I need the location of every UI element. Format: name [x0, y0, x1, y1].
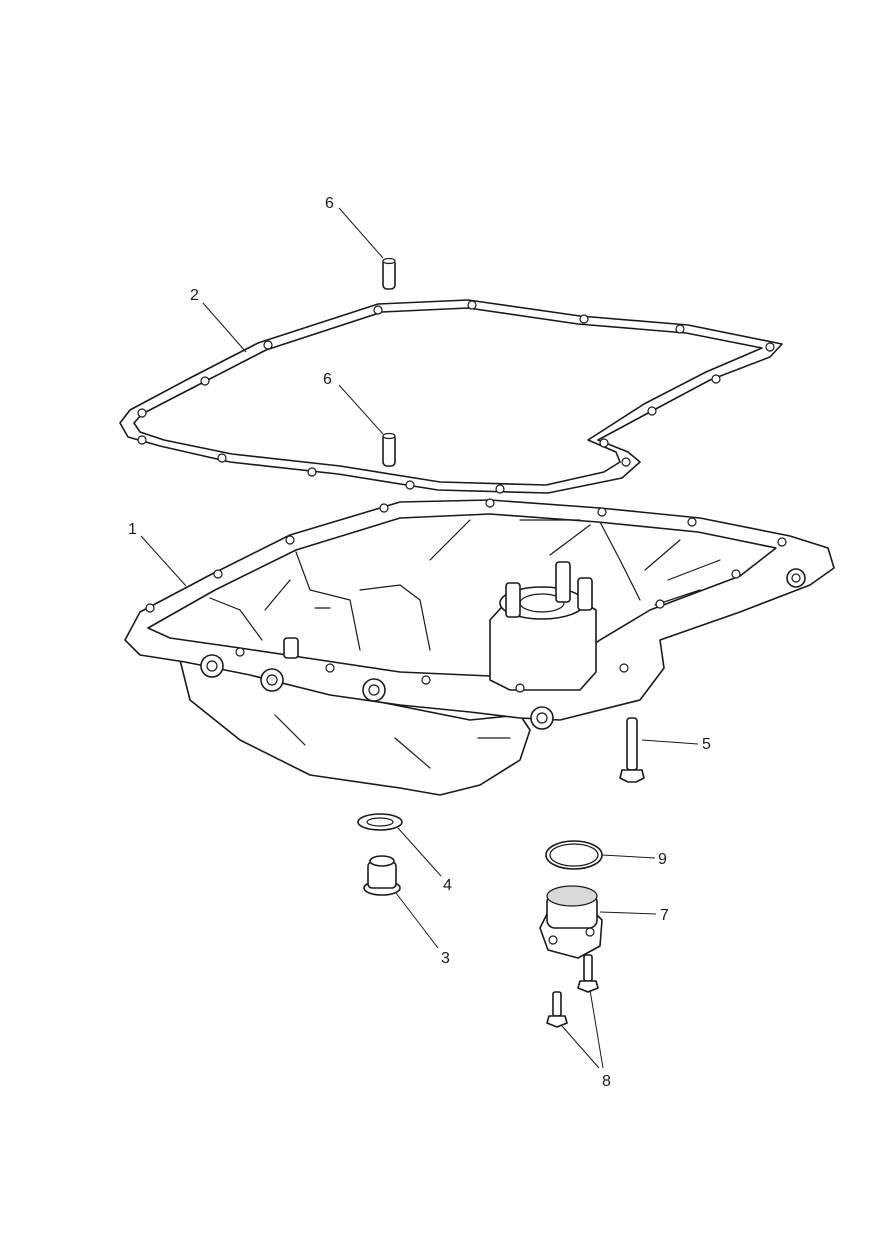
gasket-part[interactable]: [119, 299, 783, 494]
sealing-washer-part[interactable]: [357, 813, 403, 831]
callout-6-upper: 6: [325, 195, 334, 212]
callout-9: 9: [658, 851, 667, 868]
screw-part-left[interactable]: [546, 991, 568, 1028]
callout-8: 8: [602, 1073, 611, 1090]
callout-4: 4: [443, 877, 452, 894]
leader-lines: [140, 207, 699, 1069]
screw-part-right[interactable]: [577, 954, 599, 993]
callout-labels: 6 2 6 1 5 4 3 9 7 8: [128, 195, 711, 1090]
filter-cover-part[interactable]: [539, 885, 603, 959]
callout-3: 3: [441, 950, 450, 967]
callout-1: 1: [128, 521, 137, 538]
dowel-pin-upper[interactable]: [382, 257, 396, 290]
callout-5: 5: [702, 736, 711, 753]
callout-2: 2: [190, 287, 199, 304]
callout-7: 7: [660, 907, 669, 924]
o-ring-part[interactable]: [545, 840, 603, 870]
dowel-pin-lower[interactable]: [382, 432, 396, 467]
flange-bolt-part[interactable]: [619, 717, 645, 783]
drain-plug-part[interactable]: [363, 855, 401, 896]
oil-pan-part[interactable]: [124, 498, 835, 796]
callout-6-lower: 6: [323, 371, 332, 388]
